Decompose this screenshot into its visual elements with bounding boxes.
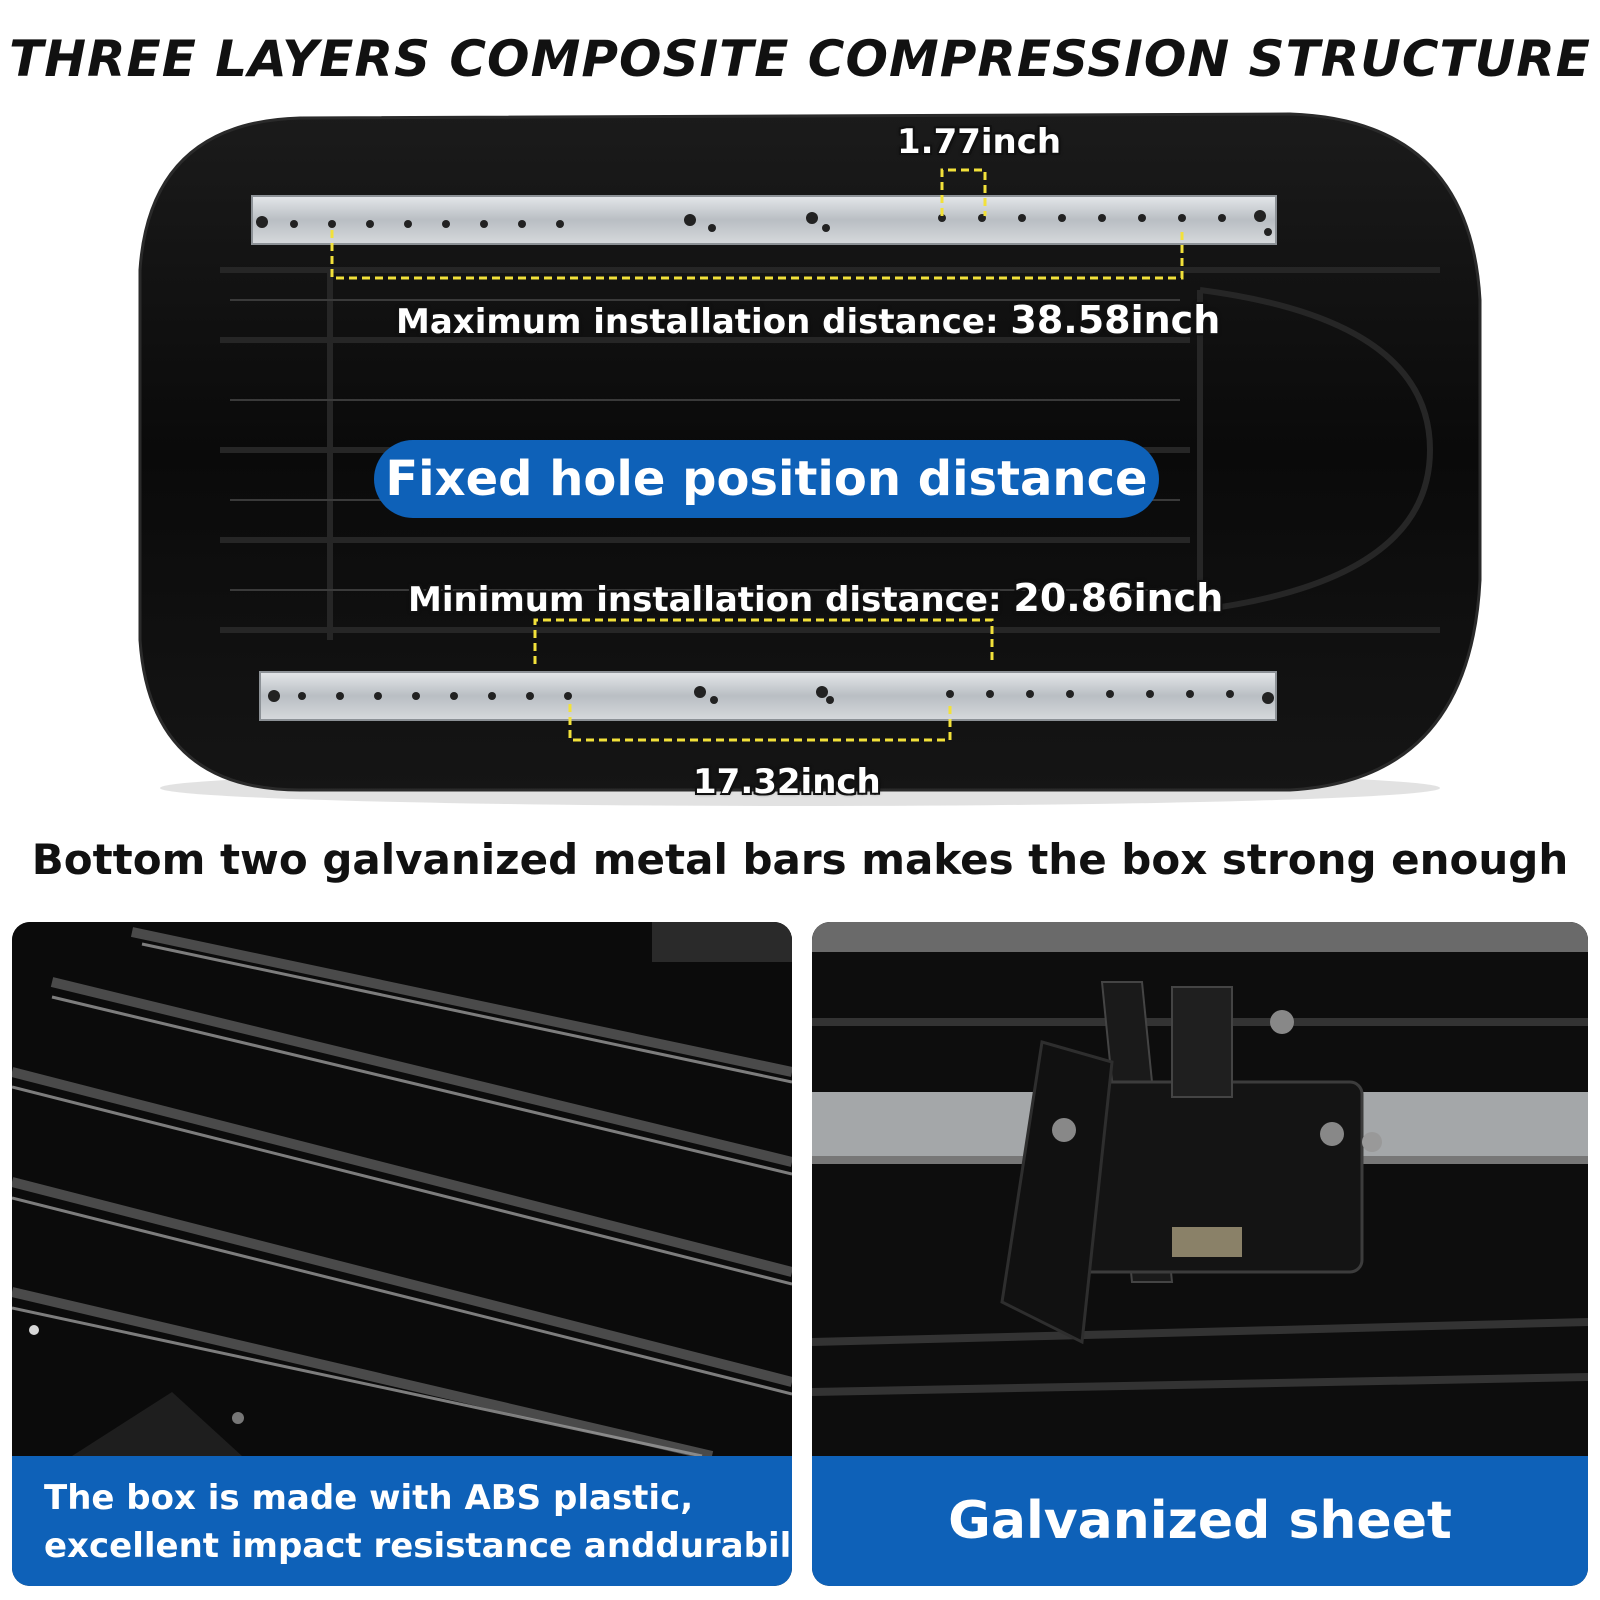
min-distance-marker — [533, 618, 994, 664]
page-title: THREE LAYERS COMPOSITE COMPRESSION STRUC… — [9, 30, 1591, 88]
top-metal-bar — [251, 195, 1277, 245]
abs-caption-line2: excellent impact resistance anddurabilit… — [44, 1526, 792, 1566]
min-distance-text: Minimum installation distance: — [408, 580, 1014, 620]
max-distance-text: Maximum installation distance: — [396, 302, 1011, 342]
min-distance-label: Minimum installation distance: 20.86inch — [408, 576, 1223, 620]
max-distance-marker — [330, 230, 1184, 280]
abs-caption-line1: The box is made with ABS plastic, — [44, 1478, 694, 1518]
fixed-hole-pill: Fixed hole position distance — [374, 440, 1159, 518]
min-distance-value: 20.86inch — [1013, 576, 1224, 620]
abs-plastic-caption: The box is made with ABS plastic, excell… — [12, 1456, 792, 1586]
abs-plastic-panel: The box is made with ABS plastic, excell… — [12, 922, 792, 1586]
galvanized-sheet-photo — [812, 922, 1588, 1456]
max-distance-label: Maximum installation distance: 38.58inch — [396, 298, 1220, 342]
section-subtitle: Bottom two galvanized metal bars makes t… — [31, 835, 1569, 884]
small-spacing-label: 1.77inch — [897, 122, 1062, 162]
abs-plastic-photo — [12, 922, 792, 1456]
bottom-spacing-label: 17.32inch — [693, 762, 881, 802]
bottom-spacing-marker — [568, 704, 952, 742]
galvanized-sheet-caption: Galvanized sheet — [812, 1456, 1588, 1586]
galvanized-sheet-panel: Galvanized sheet — [812, 922, 1588, 1586]
max-distance-value: 38.58inch — [1010, 298, 1221, 342]
small-spacing-marker — [940, 168, 987, 216]
